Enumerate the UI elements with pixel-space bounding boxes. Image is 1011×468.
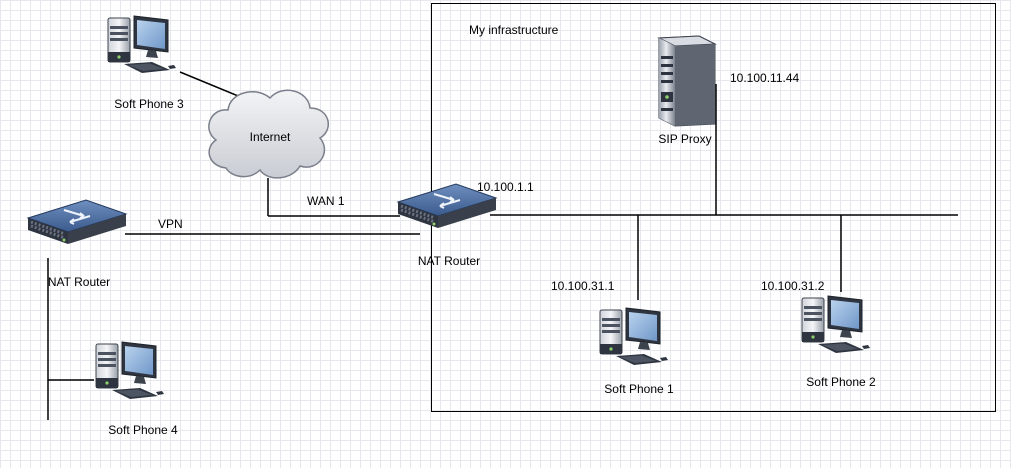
- vpn-label: VPN: [158, 217, 183, 231]
- softphone1-ip: 10.100.31.1: [551, 279, 615, 293]
- computer-icon[interactable]: [107, 15, 177, 74]
- nat-router-main-label: NAT Router: [417, 254, 481, 268]
- softphone4-label: Soft Phone 4: [108, 423, 178, 437]
- cloud-icon[interactable]: [208, 89, 330, 179]
- softphone2-ip: 10.100.31.2: [761, 279, 825, 293]
- computer-icon[interactable]: [599, 307, 669, 366]
- server-icon[interactable]: [658, 35, 716, 127]
- computer-icon[interactable]: [95, 341, 165, 400]
- softphone3-label: Soft Phone 3: [114, 97, 184, 111]
- router-icon[interactable]: [26, 198, 128, 246]
- internet-label: Internet: [249, 130, 291, 144]
- infrastructure-title: My infrastructure: [469, 23, 559, 37]
- nat-router-remote-label: NAT Router: [47, 275, 111, 289]
- sip-proxy-ip: 10.100.11.44: [730, 71, 800, 85]
- nat-router-main-ip: 10.100.1.1: [477, 180, 534, 194]
- wan-label: WAN 1: [307, 194, 345, 208]
- softphone2-label: Soft Phone 2: [806, 375, 876, 389]
- computer-icon[interactable]: [801, 295, 871, 354]
- softphone1-label: Soft Phone 1: [604, 382, 674, 396]
- network-links: [47, 71, 958, 420]
- sip-proxy-label: SIP Proxy: [658, 132, 712, 146]
